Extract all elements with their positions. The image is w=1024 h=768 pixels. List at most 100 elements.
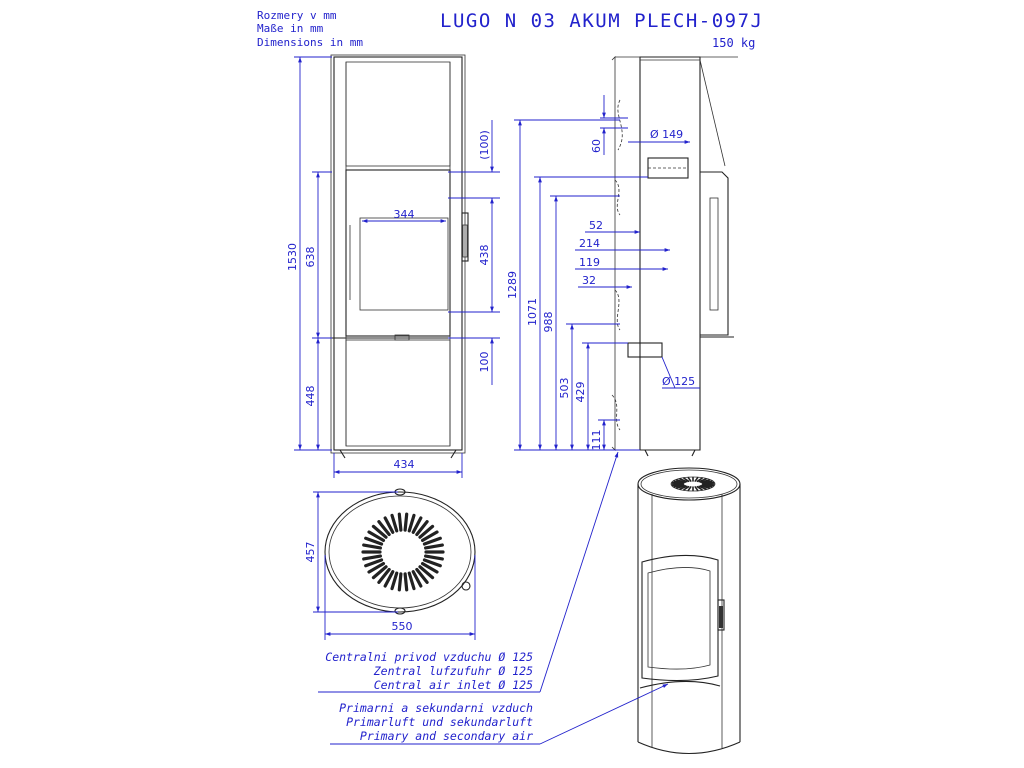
vent-slot (700, 485, 711, 489)
side-dimensions: 1289 1071 988 503 429 111 60 Ø 149 52 21… (506, 95, 700, 451)
vent-slot (415, 520, 429, 537)
primary-air-label: Primarni a sekundarni vzduch Primarluft … (330, 683, 669, 745)
vent-slot (700, 479, 711, 483)
svg-text:Dimensions in mm: Dimensions in mm (257, 36, 363, 49)
vent-slot (698, 478, 707, 483)
svg-text:214: 214 (579, 237, 600, 250)
svg-text:Zentral lufzufuhr Ø 125: Zentral lufzufuhr Ø 125 (373, 664, 533, 678)
svg-text:457: 457 (304, 542, 317, 563)
vent-slot (407, 571, 416, 591)
vent-slot (403, 572, 409, 592)
stove-perspective (637, 467, 741, 754)
vent-slot (671, 481, 685, 485)
svg-text:1289: 1289 (506, 271, 519, 299)
vent-slot (377, 567, 391, 584)
svg-text:Ø 149: Ø 149 (650, 128, 683, 141)
side-view (611, 56, 738, 457)
vent-slot (415, 567, 429, 584)
vent-slot (371, 565, 388, 580)
vent-slot (367, 561, 386, 574)
vent-slot (403, 512, 409, 532)
svg-text:100: 100 (478, 352, 491, 373)
vent-slot (422, 536, 442, 546)
vent-slot (675, 479, 686, 483)
svg-text:448: 448 (304, 386, 317, 407)
vent-slot (418, 565, 435, 580)
svg-text:434: 434 (394, 458, 415, 471)
vent-slot (390, 571, 399, 591)
svg-text:Rozmery v mm: Rozmery v mm (257, 9, 337, 22)
weight-label: 150 kg (712, 36, 755, 50)
vent-slot (679, 478, 688, 483)
vent-slot (701, 480, 713, 484)
units-note: Rozmery v mm Maße in mm Dimensions in mm (257, 9, 363, 49)
vent-slot (687, 486, 692, 492)
svg-text:550: 550 (392, 620, 413, 633)
svg-text:503: 503 (558, 378, 571, 399)
vent-slot (696, 485, 703, 491)
vent-slot (675, 485, 686, 489)
vent-slot (673, 484, 685, 488)
front-dimensions: 1530 638 448 (100) 438 100 344 434 (286, 56, 500, 478)
vent-slot (397, 572, 403, 592)
vent-slot (701, 483, 715, 487)
vent-slot (679, 485, 688, 490)
vent-slot (371, 524, 388, 539)
svg-text:Primary and secondary air: Primary and secondary air (360, 729, 533, 743)
svg-text:Maße in mm: Maße in mm (257, 22, 324, 35)
vent-slot (424, 543, 444, 550)
svg-text:1071: 1071 (526, 298, 539, 326)
vent-slot (418, 524, 435, 539)
vent-slot (694, 476, 699, 482)
vent-slot (362, 543, 382, 550)
vent-slot (696, 477, 703, 483)
vent-slot (364, 558, 384, 568)
front-view (330, 54, 469, 459)
vent-slot (701, 484, 713, 488)
vent-slot (424, 554, 444, 561)
vent-slot (377, 520, 391, 537)
vent-slot (420, 561, 439, 574)
svg-text:988: 988 (542, 312, 555, 333)
vent-slot (390, 513, 399, 533)
vent-slot (683, 477, 690, 483)
svg-text:(100): (100) (478, 130, 491, 160)
vent-slot (383, 516, 395, 534)
vent-slot (683, 485, 690, 491)
top-vent (671, 476, 715, 492)
vent-slot (362, 554, 382, 561)
vent-slot (694, 486, 699, 492)
vent-ring (361, 512, 445, 592)
svg-text:1530: 1530 (286, 243, 299, 271)
vent-slot (420, 530, 439, 543)
vent-slot (411, 570, 423, 588)
svg-text:60: 60 (590, 139, 603, 153)
svg-text:Central air inlet Ø 125: Central air inlet Ø 125 (374, 678, 533, 692)
svg-text:111: 111 (590, 430, 603, 451)
svg-text:Primarluft und sekundarluft: Primarluft und sekundarluft (346, 715, 533, 729)
vent-slot (364, 536, 384, 546)
svg-text:Centralni privod vzduchu Ø 125: Centralni privod vzduchu Ø 125 (325, 650, 533, 664)
svg-text:638: 638 (304, 247, 317, 268)
vent-slot (411, 516, 423, 534)
plan-dimensions: 457 550 (304, 491, 476, 640)
central-air-label: Centralni privod vzduchu Ø 125 Zentral l… (318, 451, 619, 693)
vent-slot (383, 570, 395, 588)
svg-text:344: 344 (394, 208, 415, 221)
svg-text:52: 52 (589, 219, 603, 232)
vent-slot (397, 512, 403, 532)
plan-view (324, 488, 476, 615)
vent-slot (407, 513, 416, 533)
svg-text:32: 32 (582, 274, 596, 287)
vent-slot (701, 481, 715, 485)
svg-text:Ø 125: Ø 125 (662, 375, 695, 388)
model-title: LUGO N 03 AKUM PLECH-097J (440, 10, 763, 32)
vent-slot (367, 530, 386, 543)
vent-slot (687, 476, 692, 482)
svg-text:438: 438 (478, 245, 491, 266)
svg-text:119: 119 (579, 256, 600, 269)
vent-slot (673, 480, 685, 484)
svg-text:429: 429 (574, 382, 587, 403)
vent-slot (422, 558, 442, 568)
